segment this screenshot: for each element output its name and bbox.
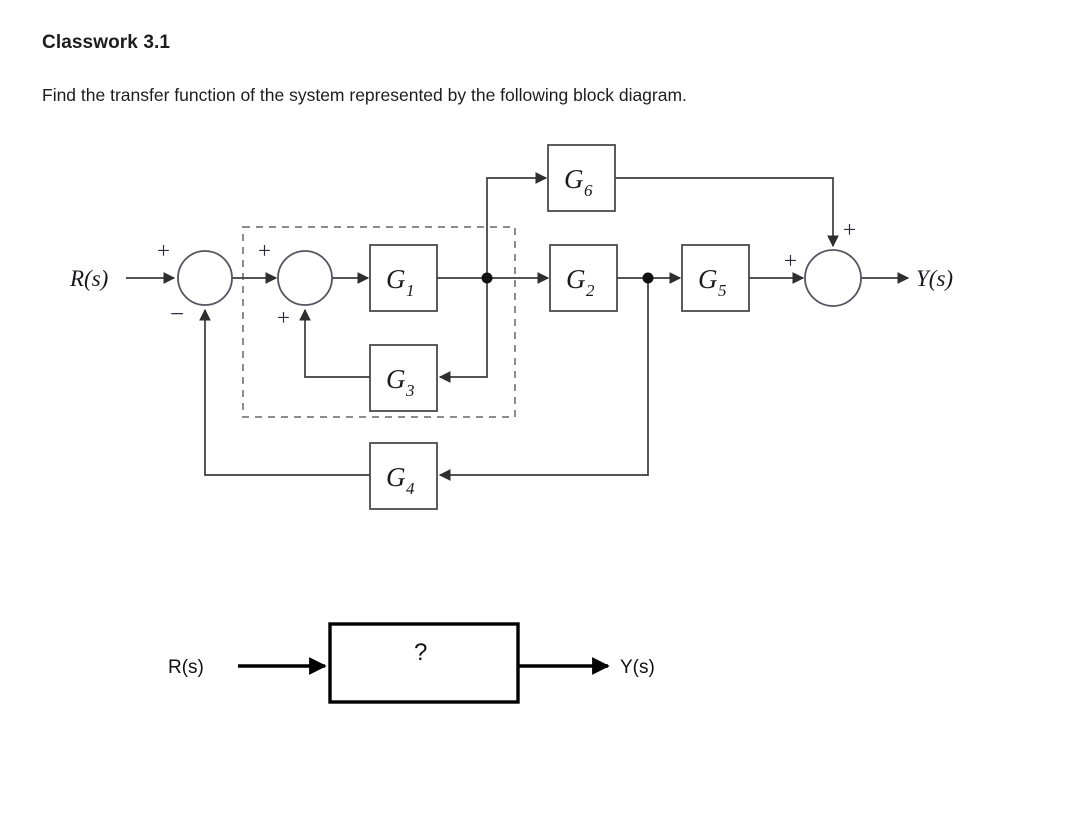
block-g2-subscript: 2 [586,281,595,300]
sum3-sign-input-left: + [784,248,797,273]
summing-junction-1: + − [157,238,233,328]
block-g5-subscript: 5 [718,281,727,300]
block-g5-label: G [698,264,718,294]
answer-block-group: R(s) ? Y(s) [168,622,655,704]
sum2-sign-input-bottom: + [277,305,290,330]
dashed-group-box [242,226,516,418]
block-g3: G 3 [369,344,438,412]
block-g1: G 1 [369,244,438,312]
answer-output-label: Y(s) [620,657,655,678]
problem-statement: Find the transfer function of the system… [42,85,687,105]
block-g4-label: G [386,462,406,492]
summing-junction-2: + + [258,238,333,330]
branch-point-after-g1 [481,272,493,284]
wire-junction-a-to-g3 [438,278,488,383]
block-g3-subscript: 3 [405,381,415,400]
block-g2: G 2 [549,244,618,312]
block-g5: G 5 [681,244,750,312]
diagram-output-label: Y(s) [916,266,953,291]
sum2-sign-input-left: + [258,238,271,263]
summing-junction-3: + + [784,217,862,307]
block-g4: G 4 [369,442,438,510]
wire-g6-to-sum3 [615,177,839,248]
diagram-input-label: R(s) [69,266,108,291]
block-g6-subscript: 6 [584,181,593,200]
block-g6: G 6 [547,144,616,212]
answer-input-label: R(s) [168,657,204,678]
answer-block-box [328,622,520,704]
wire-junction-b-to-g4 [438,278,649,481]
answer-block-question-mark: ? [414,639,427,666]
block-g6-label: G [564,164,584,194]
sum3-sign-input-top: + [843,217,856,242]
wire-junction-a-to-g6 [486,172,548,278]
block-g1-subscript: 1 [406,281,415,300]
wire-g3-to-sum2 [299,308,370,378]
block-g3-label: G [386,364,406,394]
block-g1-label: G [386,264,406,294]
page-title: Classwork 3.1 [42,32,171,53]
block-g4-subscript: 4 [406,479,415,498]
branch-point-after-g2 [642,272,654,284]
block-g2-label: G [566,264,586,294]
sum1-sign-input-left: + [157,238,170,263]
sum1-sign-input-bottom: − [170,301,184,328]
wire-g4-to-sum1 [199,308,370,476]
